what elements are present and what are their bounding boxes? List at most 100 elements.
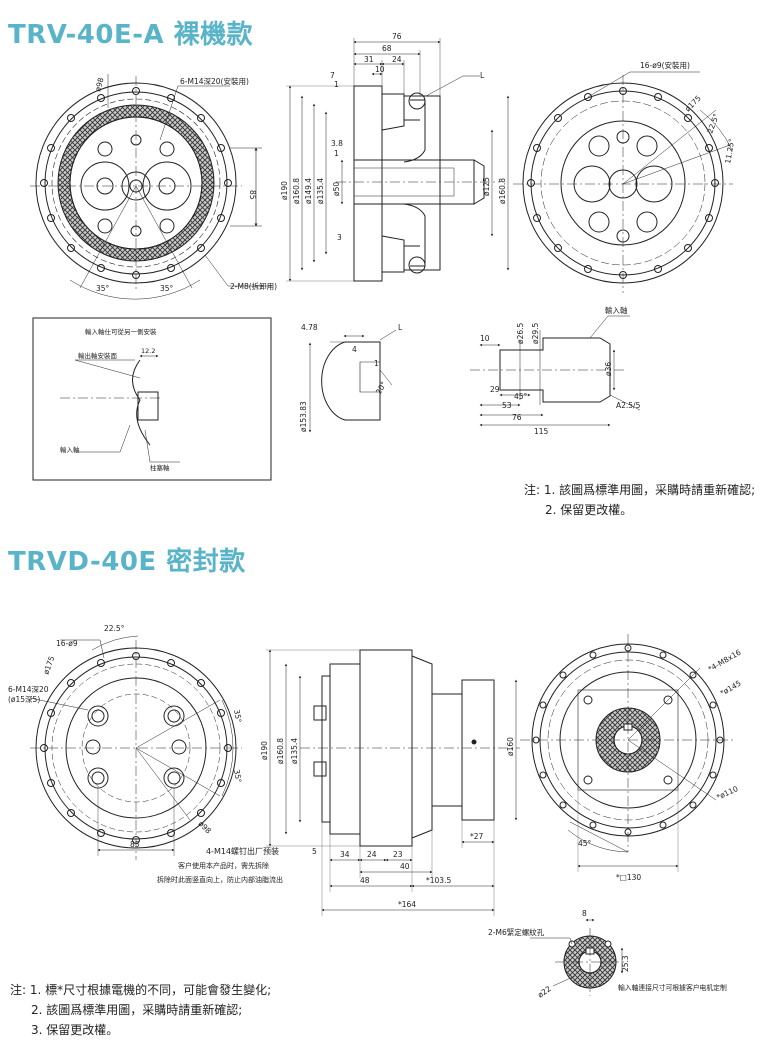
s1-note-row-1: 注: 1. 該圖爲標準用圖，采購時請重新確認; bbox=[524, 480, 755, 500]
s2-keyway bbox=[530, 918, 625, 996]
s1-shaft-labels: 輸入軸 10 ø26.5 ø29.5 ø36 29 53 45° 76 115 … bbox=[480, 305, 641, 436]
s1-dl-d1: 4.78 bbox=[301, 323, 318, 332]
s1-callout-l: L bbox=[480, 71, 485, 80]
s2-side-d-7: *164 bbox=[398, 900, 416, 909]
s1-front-ang2: 35° bbox=[160, 284, 174, 293]
s2-side-note-0: 4-M14螺钉出厂预装 bbox=[206, 846, 279, 856]
s1-shaft-chamfer: A2.5/5 bbox=[616, 401, 641, 410]
s1-shaft-d9: 115 bbox=[534, 427, 549, 436]
s2-back-bore: *ø110 bbox=[715, 784, 740, 802]
s2-back-view bbox=[520, 634, 736, 872]
s2-front-tapped: 6-M14深20 bbox=[8, 685, 49, 694]
s1-front-h: 85 bbox=[248, 190, 257, 200]
s1-shaft-d6: 53 bbox=[502, 401, 512, 410]
section2-title: TRVD-40E 密封款 bbox=[8, 547, 246, 577]
s1-dim-4: 10 bbox=[375, 65, 385, 74]
s1-front-hole-label: 6-M14深20(安裝用) bbox=[180, 76, 249, 86]
s2-keyway-note: 輸入軸連接尺寸可根據客户电机定制 bbox=[618, 983, 727, 992]
s1-dim-3: 24 bbox=[392, 55, 402, 64]
s1-front-ang1: 35° bbox=[96, 284, 110, 293]
s1-note-l3: 柱塞軸 bbox=[150, 463, 170, 472]
s2-front-view bbox=[29, 635, 242, 860]
s1-shaft-label: 輸入軸 bbox=[605, 305, 628, 315]
s1-side-labels: 76 68 31 24 10 7 1 ø190 ø160.8 ø149.4 ø1… bbox=[280, 32, 507, 242]
s2-front-pcd: ø98 bbox=[197, 819, 214, 836]
s2-front-ang1: 35° bbox=[232, 709, 243, 724]
s1-dim-5: 7 bbox=[330, 71, 335, 80]
s2-front-dia: ø175 bbox=[41, 655, 56, 676]
s2-side-d-0: 5 bbox=[312, 847, 317, 856]
s1-note-l1: 輸出軸安裝面 bbox=[78, 351, 118, 360]
s1-dl-3: ø135.4 bbox=[316, 178, 325, 204]
s2-notes-prefix: 注: bbox=[10, 983, 27, 997]
s1-detail-note-labels: 輸入軸仕可從另一側安裝 輸出軸安裝面 輸入軸 柱塞軸 12.2 bbox=[60, 327, 170, 472]
s2-notes: 注: 1. 標*尺寸根據電機的不同，可能會發生變化; 2. 該圖爲標準用圖，采購… bbox=[10, 980, 271, 1040]
s2-keyway-w: 8 bbox=[582, 909, 587, 918]
s2-front-w: 85 bbox=[130, 840, 140, 849]
s2-note-row-2: 2. 該圖爲標準用圖，采購時請重新確認; bbox=[10, 1000, 271, 1020]
s1-dim-2: 31 bbox=[364, 55, 374, 64]
s1-front-tap-label: 2-M8(拆卸用) bbox=[230, 281, 277, 291]
s2-back-labels: *4-M8x16 *ø145 *ø110 45° *□130 bbox=[578, 648, 743, 882]
s2-side-d-6: *103.5 bbox=[426, 876, 451, 885]
s1-dl-angle: 20° bbox=[374, 380, 389, 396]
s1-back-hole-label: 16-ø9(安裝用) bbox=[640, 60, 690, 70]
s2-side-dl-2: ø135.4 bbox=[290, 738, 299, 764]
s1-dl-callout: L bbox=[398, 323, 403, 332]
s2-side-note-1: 客户使用本产品时，需先拆除 bbox=[178, 861, 269, 870]
s1-front-view bbox=[30, 74, 272, 300]
s2-side-d-3: 23 bbox=[393, 850, 403, 859]
s1-front-dia: ø98 bbox=[93, 76, 105, 92]
s2-side-d-4: 40 bbox=[400, 862, 410, 871]
s1-shaft-detail bbox=[470, 315, 641, 427]
s2-back-ang: 45° bbox=[578, 839, 592, 848]
s1-shaft-d3: ø29.5 bbox=[531, 322, 540, 344]
s1-dl-dia: ø153.83 bbox=[299, 401, 308, 432]
s1-detail-note-box bbox=[32, 317, 272, 481]
s1-notes-prefix: 注: bbox=[524, 483, 541, 497]
s1-dim-0: 76 bbox=[392, 32, 402, 41]
s2-side-d-8: *27 bbox=[470, 832, 484, 841]
s1-shaft-d5: 29 bbox=[490, 385, 500, 394]
s1-shaft-d7: 45° bbox=[514, 392, 528, 401]
s2-note-3: 3. 保留更改權。 bbox=[31, 1023, 119, 1037]
s2-note-1: 1. 標*尺寸根據電機的不同，可能會發生變化; bbox=[29, 983, 272, 997]
s2-back-holes: *4-M8x16 bbox=[707, 648, 743, 674]
s1-shaft-d8: 76 bbox=[512, 413, 522, 422]
s1-note-l2: 輸入軸 bbox=[60, 445, 80, 454]
s1-small-2: 3 bbox=[337, 233, 342, 242]
s1-detail-l-labels: 4.78 4 1 20° ø153.83 L bbox=[299, 323, 403, 432]
section1-title: TRV-40E-A 裸機款 bbox=[8, 20, 254, 50]
s1-shaft-d1: 10 bbox=[480, 334, 490, 343]
s1-dr-1: ø160.8 bbox=[498, 178, 507, 204]
s1-detail-l bbox=[308, 329, 397, 433]
s1-back-ang2: 11.25° bbox=[723, 138, 736, 165]
s2-back-pcd: *ø145 bbox=[719, 678, 743, 697]
s1-notes: 注: 1. 該圖爲標準用圖，采購時請重新確認; 2. 保留更改權。 bbox=[524, 480, 755, 520]
s2-side-labels: ø190 ø160.8 ø135.4 ø160 4-M14螺钉出厂预装 客户使用… bbox=[157, 737, 515, 909]
s1-dl-d3: 1 bbox=[374, 359, 379, 368]
s1-dl-d2: 4 bbox=[352, 345, 357, 354]
s1-dl-4: ø50 bbox=[332, 182, 341, 196]
s1-back-labels: 16-ø9(安裝用) ø175 22.5° 11.25° bbox=[640, 60, 736, 164]
s1-dim-6: 1 bbox=[334, 80, 339, 89]
s1-front-labels: 6-M14深20(安裝用) 2-M8(拆卸用) ø98 85 35° 35° bbox=[93, 76, 277, 293]
s1-small-0: 3.8 bbox=[331, 139, 343, 148]
s1-dl-2: ø149.4 bbox=[304, 178, 313, 204]
s1-dl-0: ø190 bbox=[280, 181, 289, 200]
s2-front-holes: 16-ø9 bbox=[56, 639, 78, 648]
s1-dl-1: ø160.8 bbox=[292, 178, 301, 204]
s1-small-1: 1 bbox=[334, 149, 339, 158]
s2-side-dl-0: ø190 bbox=[260, 741, 269, 760]
s2-side-d-1: 34 bbox=[340, 850, 350, 859]
s2-note-row-1: 注: 1. 標*尺寸根據電機的不同，可能會發生變化; bbox=[10, 980, 271, 1000]
s1-note-row-2: 2. 保留更改權。 bbox=[524, 500, 755, 520]
s2-keyway-label: 2-M6緊定螺紋孔 bbox=[488, 927, 545, 937]
s2-keyway-h: 25.3 bbox=[621, 955, 630, 972]
s1-back-ang1: 22.5° bbox=[705, 112, 721, 135]
s2-side-dl-1: ø160.8 bbox=[276, 738, 285, 764]
s2-side-d-5: 48 bbox=[360, 876, 370, 885]
s2-keyway-dia: ø22 bbox=[536, 984, 553, 1000]
s1-dr-0: ø125 bbox=[482, 177, 491, 196]
